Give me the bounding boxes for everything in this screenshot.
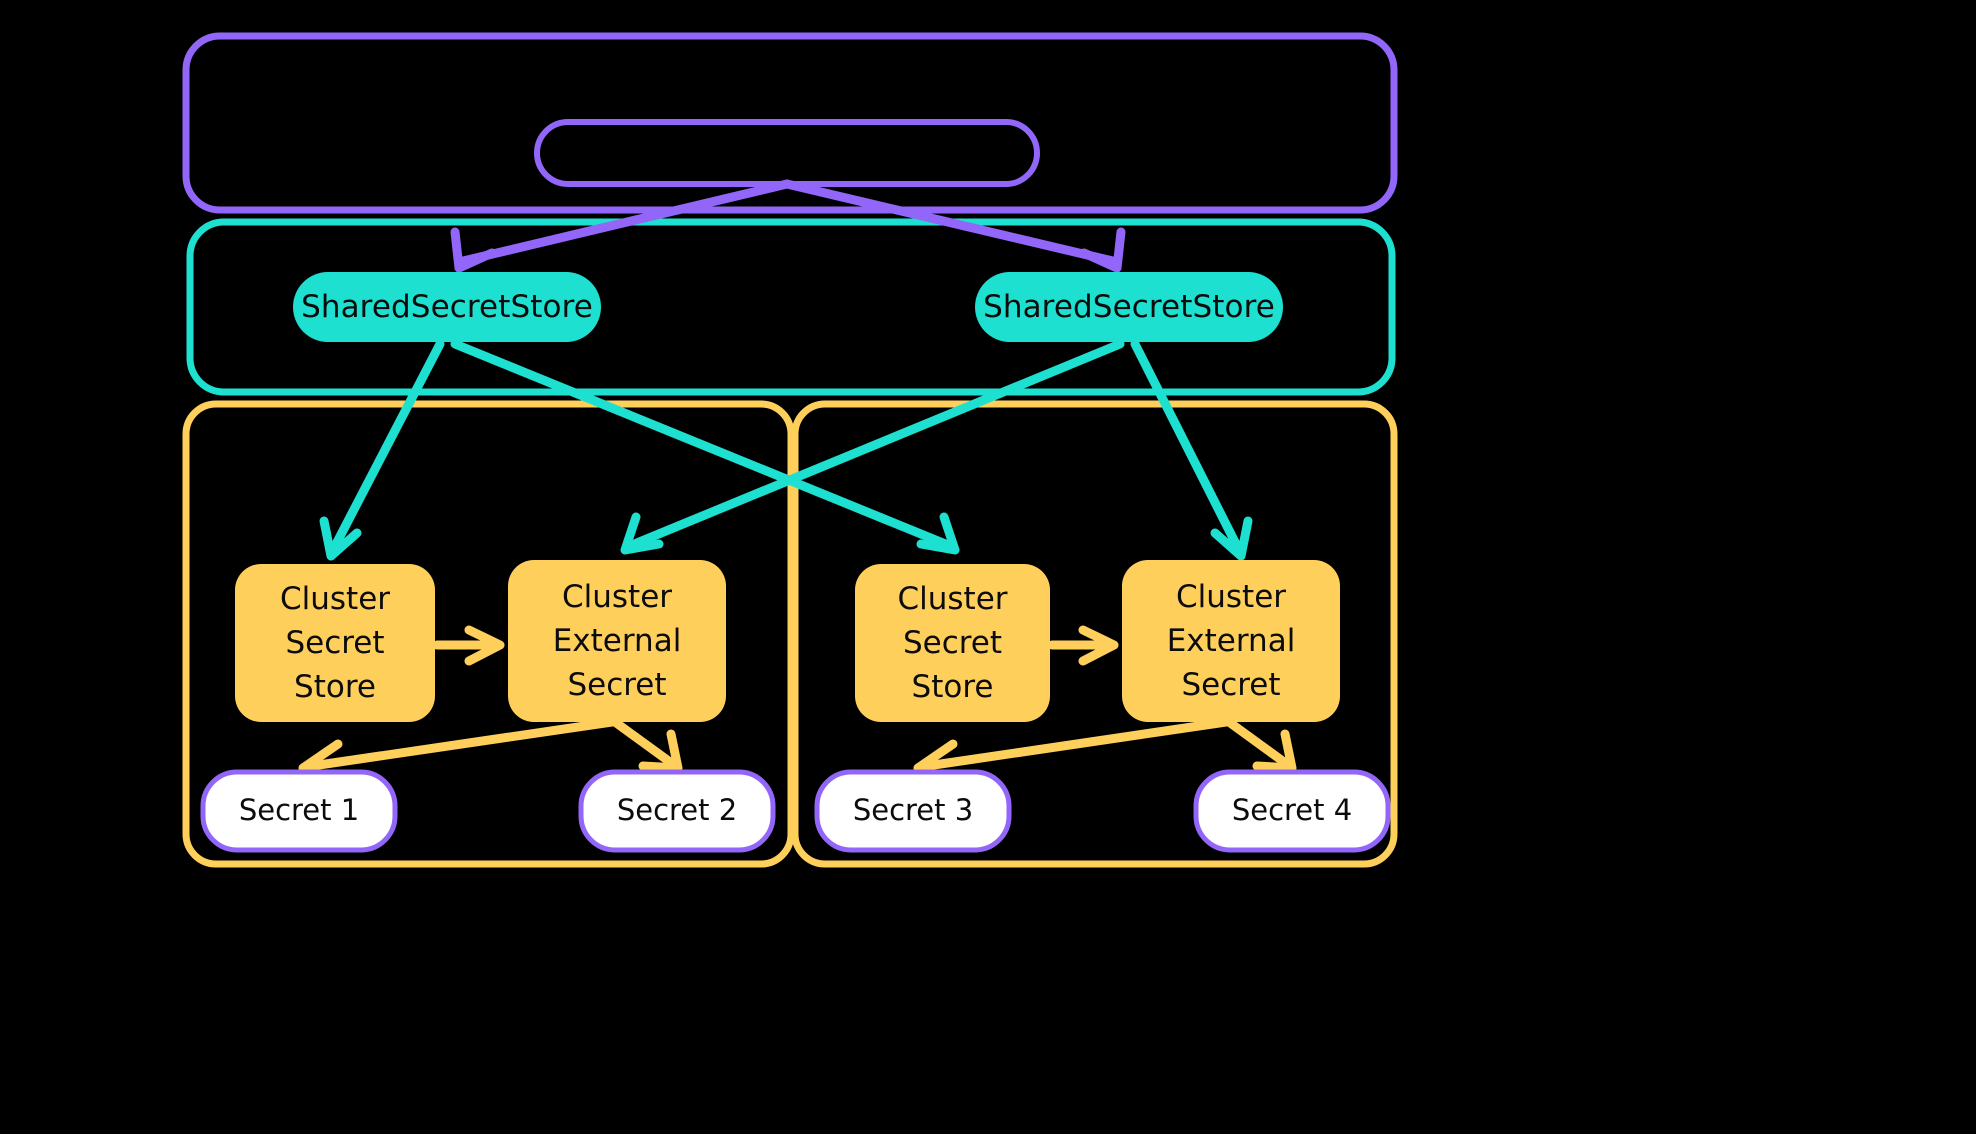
edge-ces-right-to-secret-4	[1224, 717, 1297, 773]
secret-pill-2[interactable]	[578, 769, 776, 853]
purple-outer-container[interactable]	[182, 32, 1398, 214]
cluster-external-secret-left[interactable]	[508, 560, 726, 722]
orange-cluster-left-container[interactable]	[182, 400, 795, 868]
edge-shared-left-to-css-right	[450, 339, 960, 555]
orange-cluster-right-container[interactable]	[791, 400, 1398, 868]
cluster-secret-store-left[interactable]	[235, 564, 435, 722]
purple-inner-box[interactable]	[534, 119, 1040, 187]
edge-shared-left-to-css-left	[319, 339, 445, 561]
cluster-external-secret-right[interactable]	[1122, 560, 1340, 722]
edge-css-left-to-ces-left	[432, 625, 505, 666]
secret-pill-4[interactable]	[1193, 769, 1391, 853]
edge-ces-left-to-secret-2	[610, 717, 683, 773]
shared-secret-store-left[interactable]	[293, 272, 601, 342]
secret-pill-1[interactable]	[200, 769, 398, 853]
edge-controller-to-shared-left	[450, 179, 792, 273]
edge-shared-right-to-ces-right	[1130, 339, 1253, 561]
teal-container[interactable]	[186, 218, 1396, 396]
edge-shared-right-to-ces-left	[620, 339, 1125, 555]
edge-css-right-to-ces-right	[1047, 625, 1119, 666]
cluster-secret-store-right[interactable]	[855, 564, 1050, 722]
edge-controller-to-shared-right	[782, 179, 1126, 273]
shared-secret-store-right[interactable]	[975, 272, 1283, 342]
secret-pill-3[interactable]	[814, 769, 1012, 853]
